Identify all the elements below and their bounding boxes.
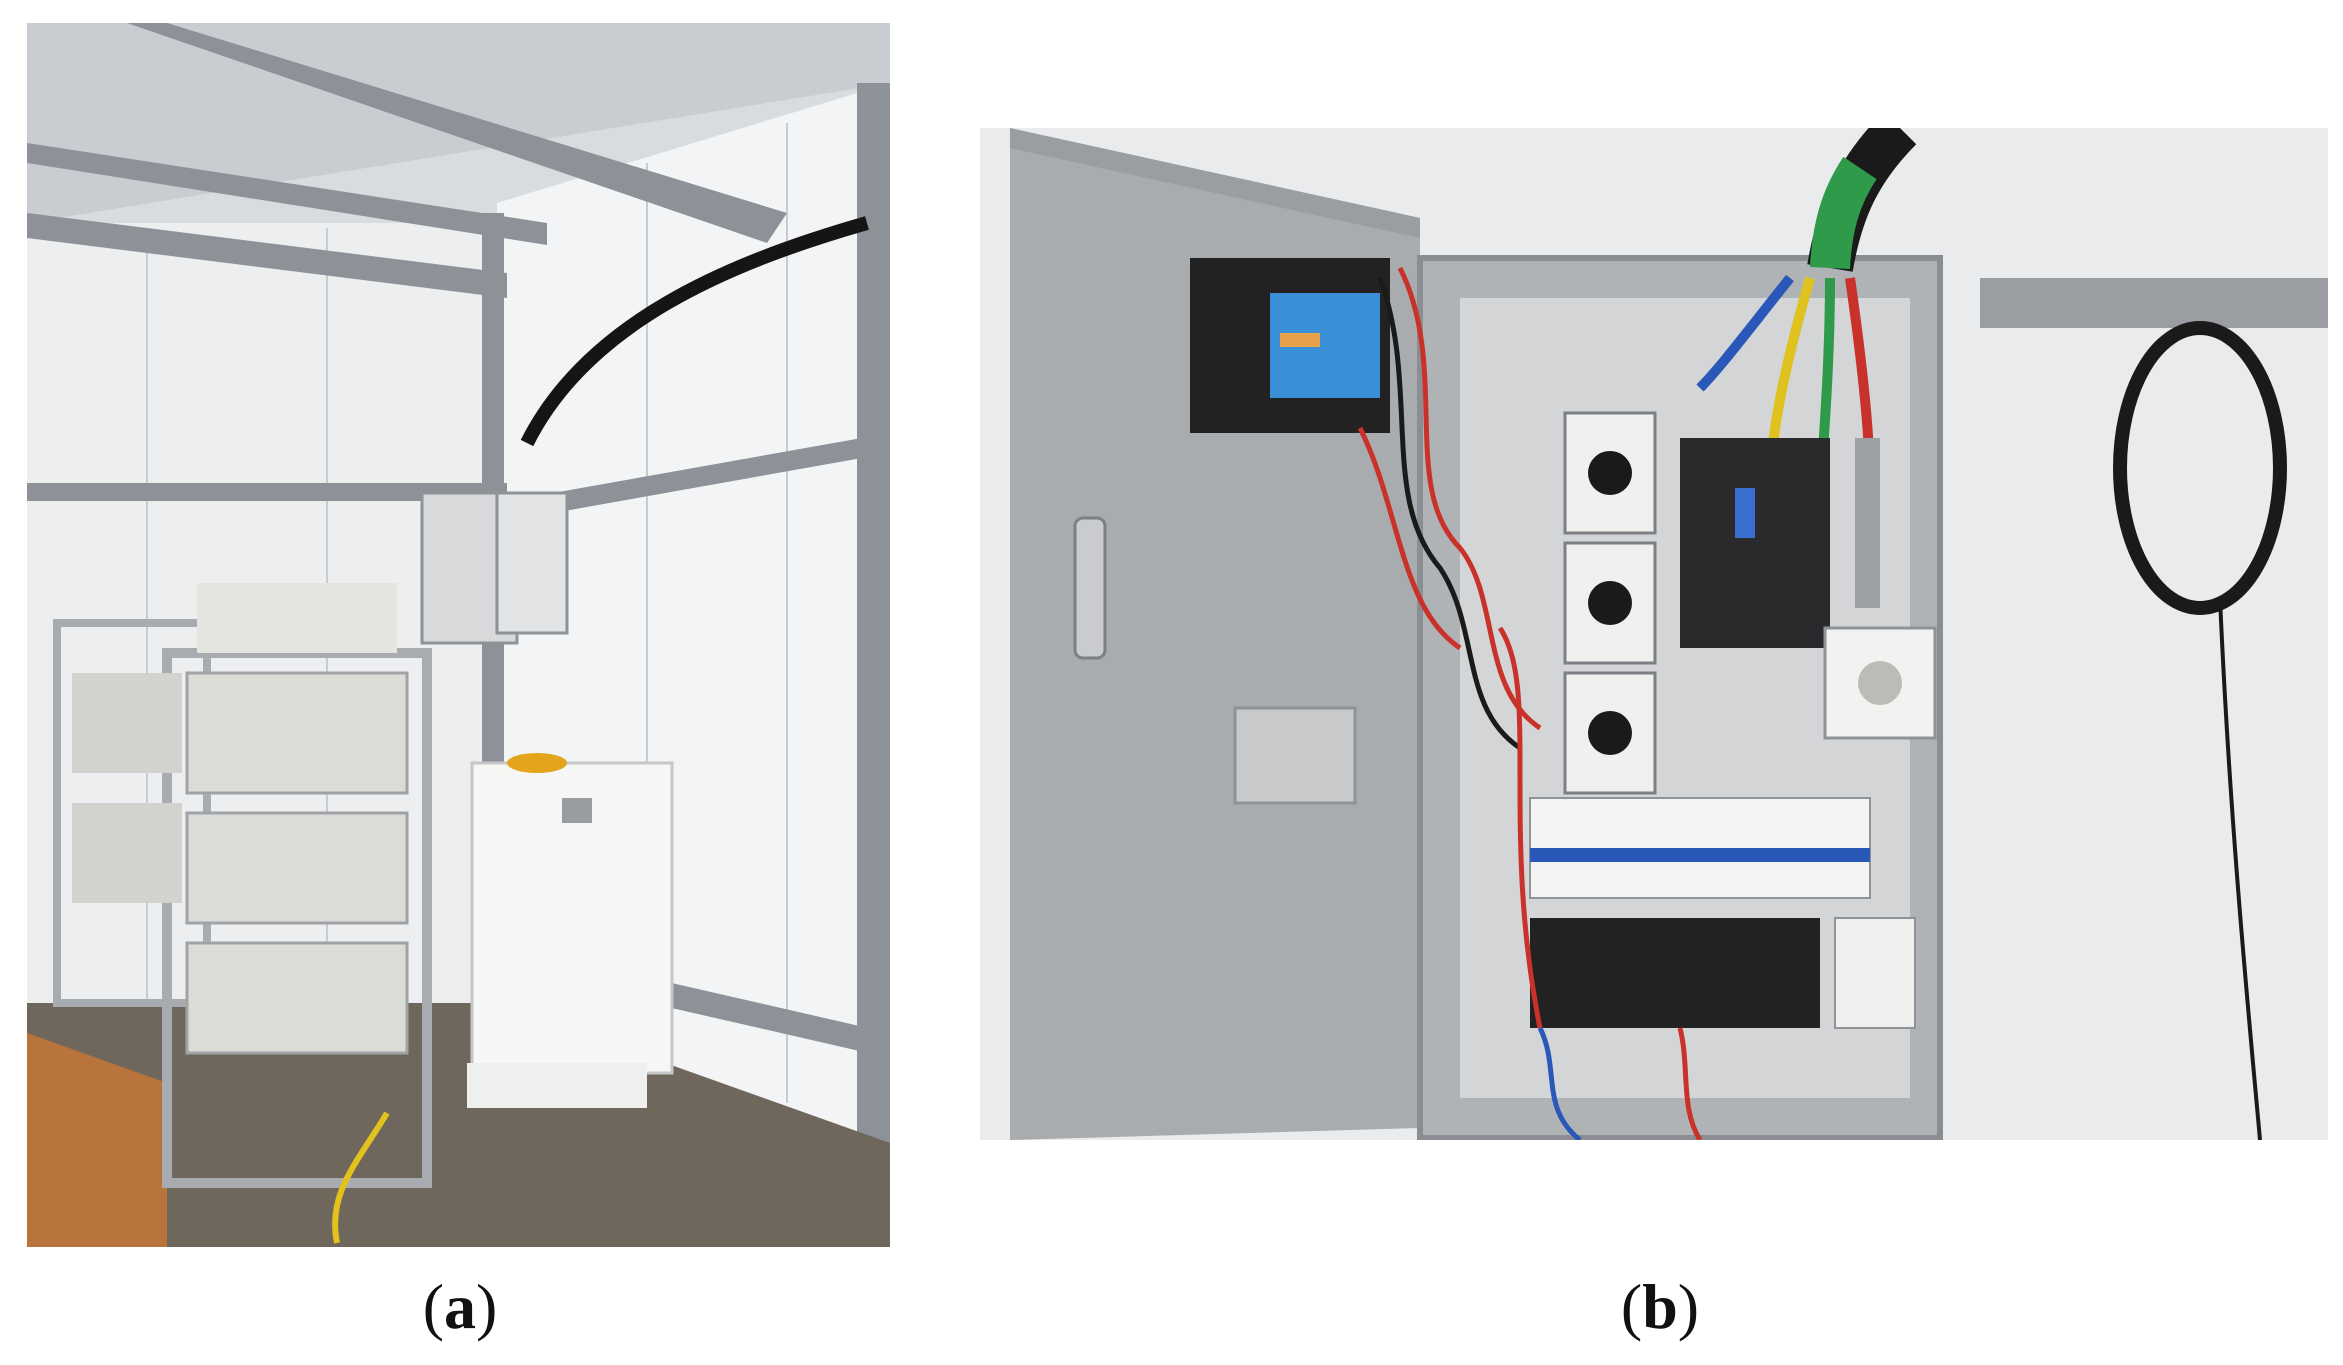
power-cable [520, 216, 869, 447]
caption-b-label: b [1642, 1271, 1678, 1342]
photo-panel-b [980, 128, 2328, 1140]
fiber-coil [2113, 321, 2287, 615]
caption-a-label: a [444, 1271, 476, 1342]
battery-rack [53, 583, 432, 1188]
steel-rail [1980, 278, 2328, 328]
photo-panel-a [27, 23, 890, 1247]
electrical-cabinet-photo [980, 128, 2328, 1140]
din-rail-breakers [1529, 797, 1916, 1029]
power-supply [1233, 706, 1357, 805]
battery-container-photo [27, 23, 890, 1247]
yellow-cable [332, 1111, 390, 1244]
caption-b: (b) [1620, 1271, 1700, 1342]
caption-a: (a) [422, 1271, 498, 1342]
main-breaker [1680, 438, 1830, 648]
wooden-box [27, 1033, 167, 1247]
rotary-switch [1563, 411, 1657, 795]
terminal-strip [1855, 438, 1880, 608]
door-latch [1073, 516, 1107, 660]
